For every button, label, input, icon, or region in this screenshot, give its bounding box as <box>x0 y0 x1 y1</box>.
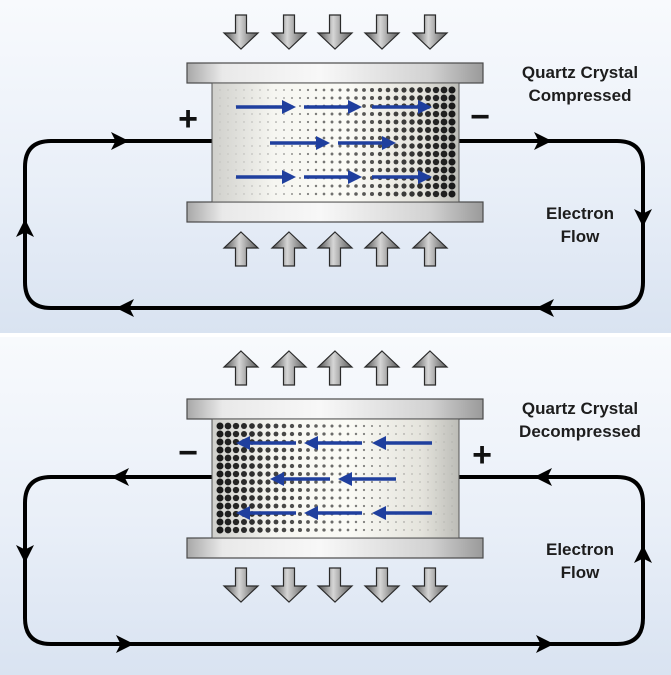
electron-flow-label-top: Electron Flow <box>520 202 640 248</box>
electron-flow-bottom-line1: Electron <box>545 540 615 559</box>
charge-arrow-icon <box>348 100 362 114</box>
charge-arrow-icon <box>382 136 396 150</box>
electron-flow-arrow-icon <box>111 468 129 486</box>
pressure-arrow-icon <box>411 14 449 50</box>
electron-flow-arrow-icon <box>634 545 652 563</box>
bottom-electrode-plate <box>186 201 484 223</box>
state-title-bottom: Quartz Crystal Decompressed <box>505 397 655 443</box>
quartz-crystal <box>211 418 460 539</box>
left-terminal-sign-top: + <box>178 100 198 138</box>
electron-flow-arrow-icon <box>634 209 652 227</box>
pressure-arrow-icon <box>270 231 308 267</box>
panel-divider <box>0 333 671 337</box>
pressure-arrow-icon <box>411 567 449 603</box>
charge-arrow-icon <box>304 436 318 450</box>
charge-arrow-icon <box>348 170 362 184</box>
charge-arrow-icon <box>418 100 432 114</box>
electron-flow-arrow-icon <box>536 635 554 653</box>
pressure-arrow-icon <box>270 567 308 603</box>
charge-arrow-icon <box>282 100 296 114</box>
charge-arrow-icon <box>236 506 250 520</box>
charge-arrow-icon <box>418 170 432 184</box>
pressure-arrow-icon <box>316 14 354 50</box>
pressure-arrow-icon <box>222 231 260 267</box>
pressure-arrow-icon <box>222 350 260 386</box>
electron-flow-arrow-icon <box>116 635 134 653</box>
pressure-arrow-icon <box>316 567 354 603</box>
charge-arrow-icon <box>236 436 250 450</box>
pressure-arrow-icon <box>270 14 308 50</box>
electron-flow-top-line1: Electron <box>545 204 615 223</box>
bottom-electrode-plate <box>186 537 484 559</box>
pressure-arrow-icon <box>363 350 401 386</box>
left-terminal-sign-bottom: − <box>178 434 198 472</box>
state-title-bottom-line2: Decompressed <box>519 422 641 441</box>
circuit-wire <box>23 139 645 310</box>
pressure-arrow-icon <box>411 231 449 267</box>
electron-flow-arrow-icon <box>536 299 554 317</box>
right-terminal-sign-top: − <box>470 98 490 136</box>
electron-flow-top-line2: Flow <box>560 227 600 246</box>
charge-arrow-icon <box>338 472 352 486</box>
circuit-wire <box>23 475 645 646</box>
right-terminal-sign-bottom: + <box>472 436 492 474</box>
state-title-top-line2: Compressed <box>528 86 632 105</box>
quartz-crystal <box>211 82 460 203</box>
state-title-top: Quartz Crystal Compressed <box>505 61 655 107</box>
electron-flow-arrow-icon <box>16 545 34 563</box>
pressure-arrow-icon <box>316 350 354 386</box>
pressure-arrow-icon <box>222 14 260 50</box>
electron-flow-arrow-icon <box>116 299 134 317</box>
pressure-arrow-icon <box>316 231 354 267</box>
charge-arrow-icon <box>270 472 284 486</box>
charge-arrows <box>236 100 432 184</box>
electron-flow-arrow-icon <box>16 219 34 237</box>
pressure-arrow-icon <box>270 350 308 386</box>
charge-dot-pattern <box>219 86 456 198</box>
charge-arrow-icon <box>372 436 386 450</box>
pressure-arrow-icon <box>411 350 449 386</box>
electron-flow-label-bottom: Electron Flow <box>520 538 640 584</box>
charge-arrow-icon <box>282 170 296 184</box>
pressure-arrow-icon <box>363 567 401 603</box>
charge-arrow-icon <box>304 506 318 520</box>
charge-arrow-icon <box>372 506 386 520</box>
charge-arrow-icon <box>316 136 330 150</box>
top-electrode-plate <box>186 398 484 420</box>
electron-flow-arrow-icon <box>111 132 129 150</box>
pressure-arrow-icon <box>363 14 401 50</box>
electron-flow-arrow-icon <box>534 132 552 150</box>
top-electrode-plate <box>186 62 484 84</box>
charge-arrows <box>236 436 432 520</box>
electron-flow-arrow-icon <box>534 468 552 486</box>
electron-flow-bottom-line2: Flow <box>560 563 600 582</box>
state-title-top-line1: Quartz Crystal <box>521 63 639 82</box>
state-title-bottom-line1: Quartz Crystal <box>521 399 639 418</box>
pressure-arrow-icon <box>363 231 401 267</box>
pressure-arrow-icon <box>222 567 260 603</box>
